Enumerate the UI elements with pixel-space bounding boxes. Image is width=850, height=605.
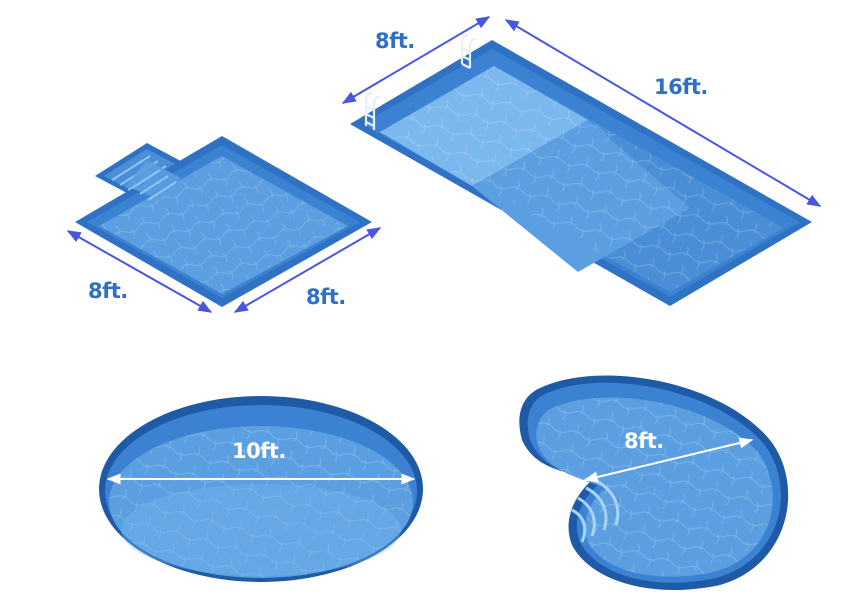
square-pool-width-label: 8ft. xyxy=(306,285,346,309)
round-pool: 10ft. xyxy=(99,396,423,582)
square-pool-length-label: 8ft. xyxy=(88,279,128,303)
rectangle-pool-width-measure xyxy=(341,16,491,104)
round-pool-diameter-label: 10ft. xyxy=(232,439,286,463)
rectangle-pool-length-measure xyxy=(504,19,822,207)
kidney-pool: 8ft. xyxy=(519,375,789,591)
rectangle-pool: 8ft. 16ft. xyxy=(341,16,822,306)
rectangle-pool-length-label: 16ft. xyxy=(654,75,708,99)
rectangle-pool-width-label: 8ft. xyxy=(375,29,415,53)
square-pool-length-measure xyxy=(66,230,213,313)
square-pool-width-measure xyxy=(233,227,382,313)
square-pool: 8ft. 8ft. xyxy=(66,136,382,313)
kidney-pool-width-measure xyxy=(583,437,754,483)
kidney-pool-width-label: 8ft. xyxy=(624,429,664,453)
